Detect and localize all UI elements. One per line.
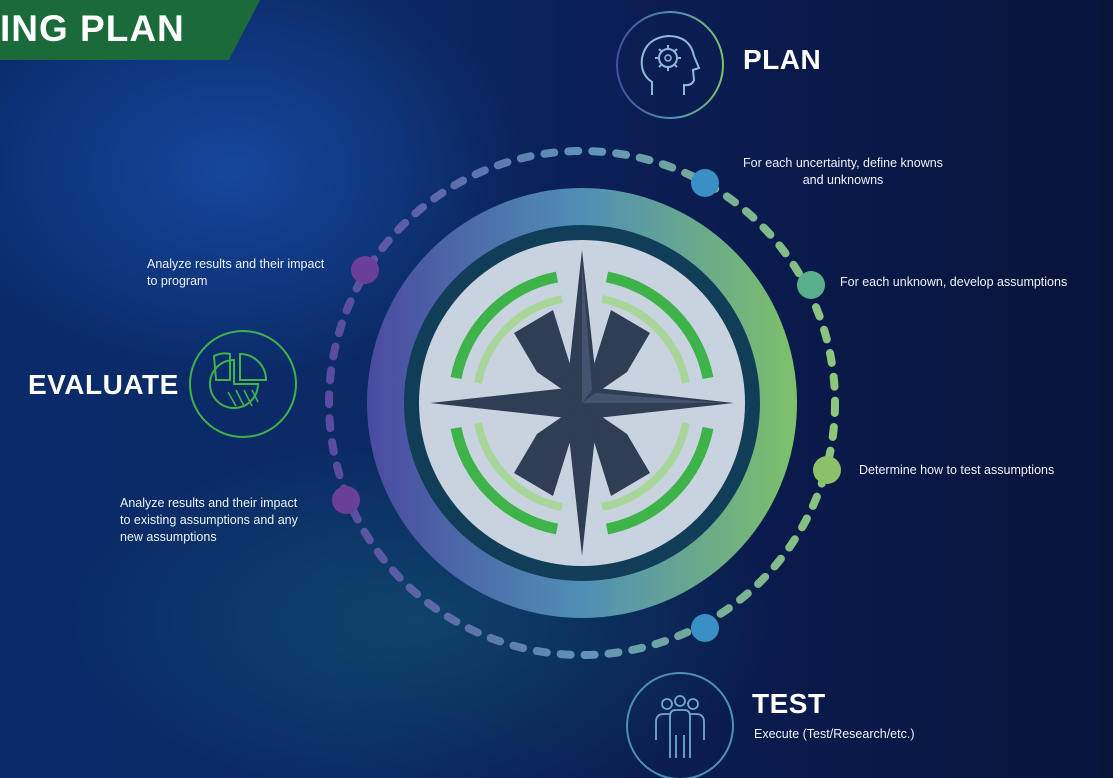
step-dot-6: [351, 256, 379, 284]
pie-chart-icon: [189, 330, 297, 438]
stage-plan-label: PLAN: [743, 44, 822, 75]
step-dot-4: [691, 614, 719, 642]
step-note-3: Determine how to test assumptions: [859, 463, 1055, 477]
step-note-1: For each uncertainty, define knowns and …: [743, 156, 943, 187]
step-dot-2: [797, 271, 825, 299]
compass-arcs: [450, 271, 714, 535]
step-dot-3: [813, 456, 841, 484]
head-gear-icon: [616, 11, 724, 119]
stage-test-description: Execute (Test/Research/etc.): [754, 727, 915, 741]
step-note-5: Analyze results and their impact to prog…: [147, 257, 325, 288]
step-note-2: For each unknown, develop assumptions: [840, 275, 1068, 289]
step-dot-1: [691, 169, 719, 197]
stage-evaluate-label: EVALUATE: [28, 369, 179, 400]
stage-test-label: TEST: [752, 688, 826, 719]
step-note-4: Analyze results and their impact to exis…: [120, 496, 298, 544]
title-banner: ING PLAN: [0, 0, 260, 60]
compass-rose-icon: [430, 250, 734, 556]
title-banner-text: ING PLAN: [0, 8, 185, 49]
team-people-icon: [626, 672, 734, 778]
step-dot-5: [332, 486, 360, 514]
dashed-orbit: [325, 147, 839, 659]
